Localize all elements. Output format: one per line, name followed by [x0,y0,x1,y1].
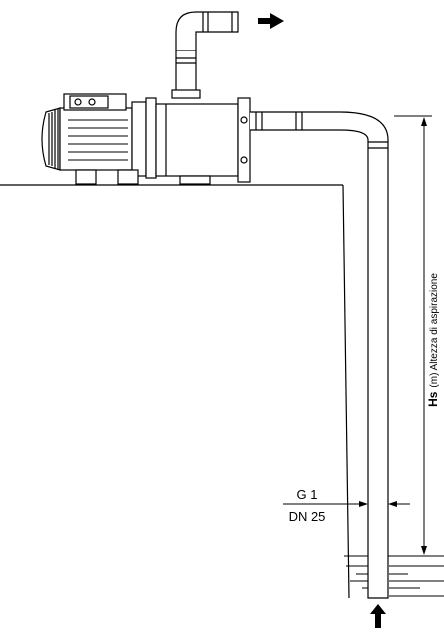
pump-motor [41,97,157,185]
suction-height-dimension [394,115,432,555]
suction-height-description: (m) Altezza di aspirazione [429,273,440,388]
suction-height-symbol: Hs [426,391,440,407]
pipe-nominal-label: DN 25 [289,509,326,524]
arrow-right-icon [258,13,284,29]
discharge-pipe [171,11,239,99]
pipe-thread-label: G 1 [297,487,318,502]
water-reservoir [344,555,444,597]
mounting-surface [0,184,350,599]
pump-body [155,97,251,185]
pipe-diameter-dimension [283,501,410,507]
terminal-box [63,93,127,111]
suction-pipe [250,111,389,599]
suction-height-label: Hs (m) Altezza di aspirazione [426,273,440,407]
arrow-up-icon [370,604,386,628]
